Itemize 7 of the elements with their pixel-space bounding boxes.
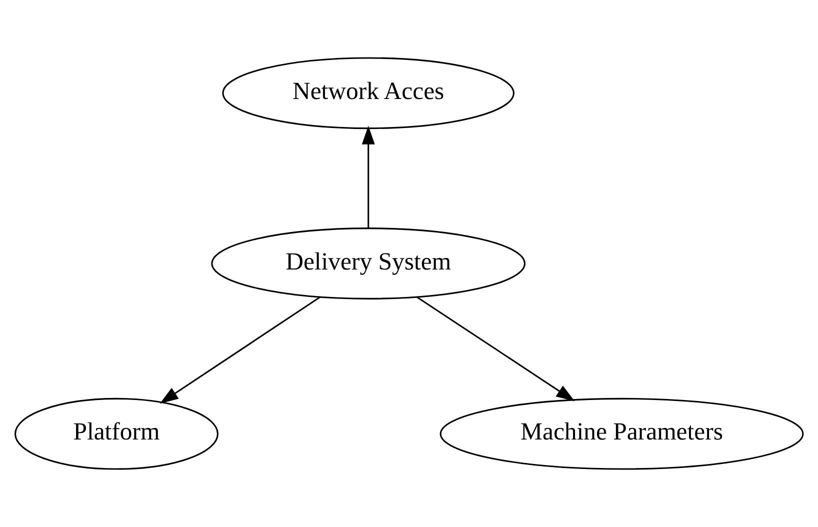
arrow <box>362 126 375 228</box>
node-ellipse: Platform <box>14 398 218 470</box>
node-ellipse: Network Acces <box>222 57 514 130</box>
node-ellipse: Machine Parameters <box>440 398 804 470</box>
node-ellipse: Delivery System <box>211 228 526 300</box>
arrow <box>160 296 321 404</box>
arrow <box>416 296 575 402</box>
